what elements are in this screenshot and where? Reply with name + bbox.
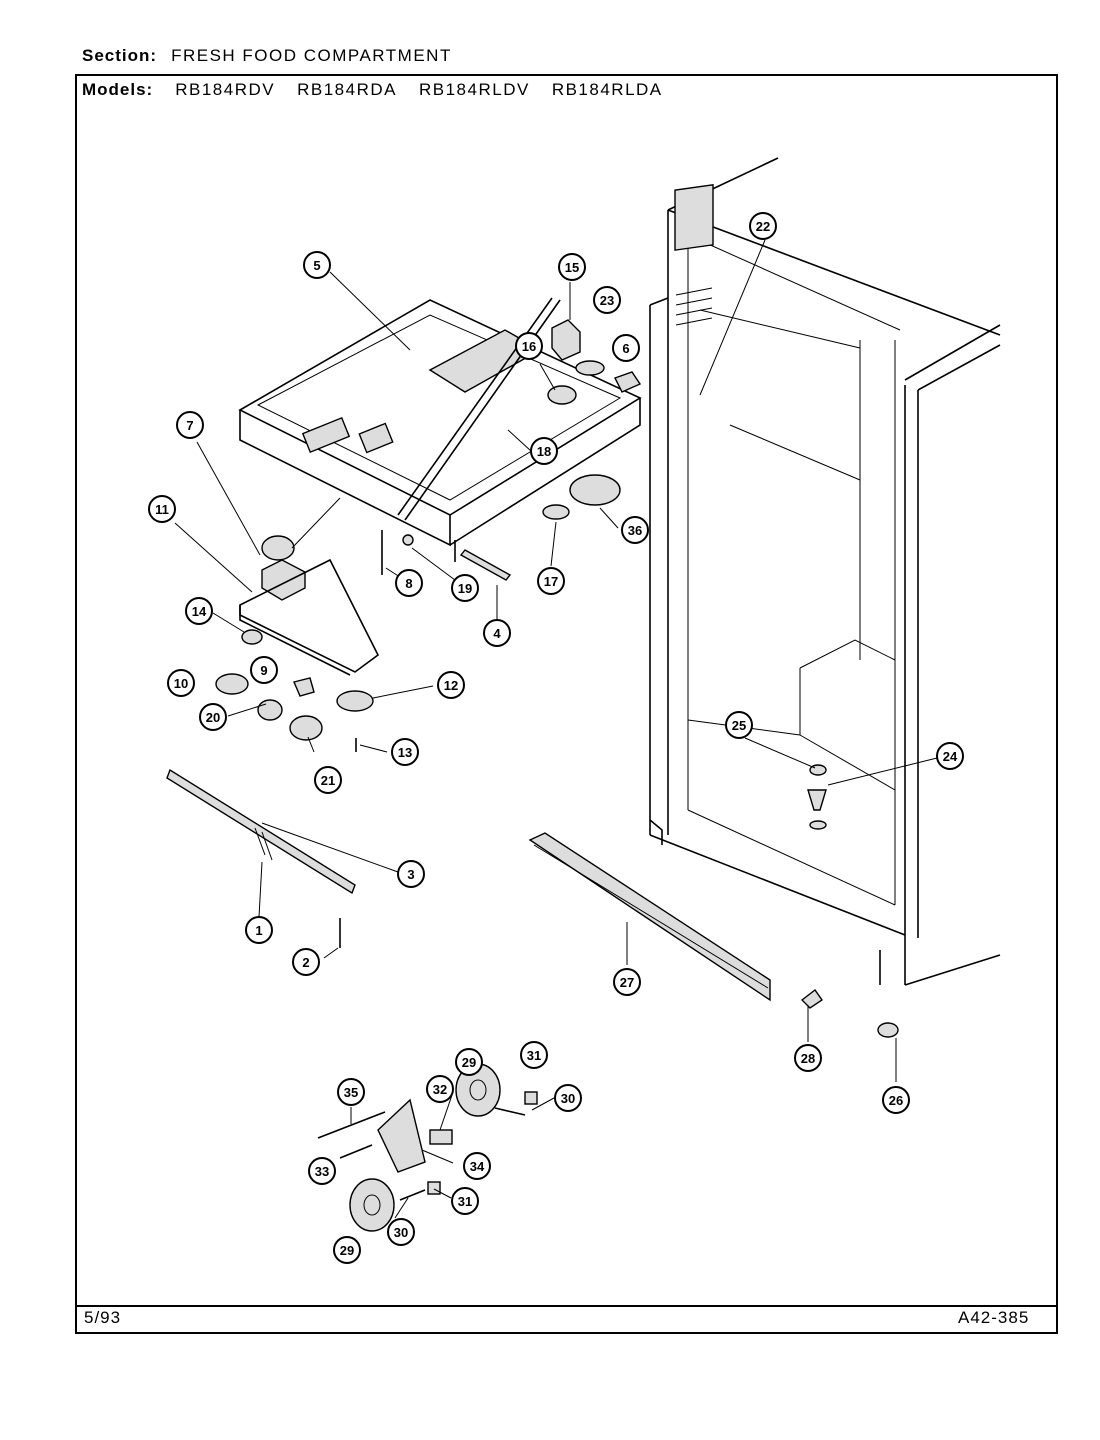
svg-text:31: 31 [527,1048,541,1063]
footer-date: 5/93 [84,1308,122,1327]
svg-text:5: 5 [313,258,320,273]
svg-text:17: 17 [544,574,558,589]
svg-text:32: 32 [433,1082,447,1097]
svg-text:15: 15 [565,260,579,275]
svg-text:6: 6 [622,341,629,356]
callout-15: 15 [558,253,586,281]
callout-3: 3 [397,860,425,888]
svg-text:8: 8 [405,576,412,591]
svg-text:18: 18 [537,444,551,459]
svg-text:12: 12 [444,678,458,693]
callout-31a: 31 [520,1041,548,1069]
svg-text:1: 1 [255,923,262,938]
cabinet-drawing [649,157,1001,986]
callout-12: 12 [437,671,465,699]
callout-17: 17 [537,567,565,595]
svg-text:16: 16 [522,339,536,354]
models-header: Models: RB184RDV RB184RDA RB184RLDV RB184RLD… [82,80,663,100]
svg-text:26: 26 [889,1093,903,1108]
svg-text:35: 35 [344,1085,358,1100]
model-3: RB184RLDV [418,80,530,99]
svg-text:9: 9 [260,663,267,678]
svg-text:36: 36 [628,523,642,538]
callout-30b: 30 [387,1218,415,1246]
callout-4: 4 [483,619,511,647]
callout-25: 25 [725,711,753,739]
callout-32: 32 [426,1075,454,1103]
leader-lines [174,239,938,1219]
callout-19: 19 [451,574,479,602]
callout-16: 16 [515,332,543,360]
callout-8: 8 [395,569,423,597]
callout-labels: 1 2 3 4 5 6 7 8 9 10 11 12 13 14 15 16 1… [148,212,964,1264]
svg-text:30: 30 [394,1225,408,1240]
svg-text:25: 25 [732,718,746,733]
callout-2: 2 [292,948,320,976]
svg-text:19: 19 [458,581,472,596]
svg-text:33: 33 [315,1164,329,1179]
footer-code: A42-385 [958,1308,1030,1327]
svg-text:11: 11 [155,502,169,517]
callout-1: 1 [245,916,273,944]
callout-14: 14 [185,597,213,625]
svg-text:23: 23 [600,293,614,308]
svg-text:34: 34 [470,1159,485,1174]
callout-22: 22 [749,212,777,240]
models-label: Models: [82,80,154,99]
callout-29b: 29 [333,1236,361,1264]
svg-text:10: 10 [174,676,188,691]
svg-text:24: 24 [943,749,958,764]
model-2: RB184RDA [297,80,397,99]
callout-6: 6 [612,334,640,362]
callout-27: 27 [613,968,641,996]
callout-29a: 29 [455,1048,483,1076]
callout-18: 18 [530,437,558,465]
svg-text:13: 13 [398,745,412,760]
svg-text:2: 2 [302,955,309,970]
section-value: FRESH FOOD COMPARTMENT [171,46,452,65]
callout-20: 20 [199,703,227,731]
model-4: RB184RLDA [551,80,663,99]
callout-26: 26 [882,1086,910,1114]
callout-28: 28 [794,1044,822,1072]
svg-text:14: 14 [192,604,207,619]
callout-23: 23 [593,286,621,314]
control-shelf-drawing [238,297,642,562]
svg-text:7: 7 [186,418,193,433]
callout-35: 35 [337,1078,365,1106]
footer-divider [75,1305,1058,1307]
diagram-frame [75,74,1058,1334]
callout-7: 7 [176,411,204,439]
callout-30a: 30 [554,1084,582,1112]
svg-text:21: 21 [321,773,335,788]
callout-13: 13 [391,738,419,766]
section-label: Section: [82,46,158,65]
callout-24: 24 [936,742,964,770]
callout-33: 33 [308,1157,336,1185]
small-parts-drawing [166,319,899,1232]
section-header: Section: FRESH FOOD COMPARTMENT [82,46,452,66]
svg-text:31: 31 [458,1194,472,1209]
callout-9: 9 [250,656,278,684]
model-1: RB184RDV [175,80,276,99]
svg-text:4: 4 [493,626,501,641]
callout-36: 36 [621,516,649,544]
callout-5: 5 [303,251,331,279]
svg-text:29: 29 [340,1243,354,1258]
callout-31b: 31 [451,1187,479,1215]
callout-10: 10 [167,669,195,697]
svg-text:22: 22 [756,219,770,234]
svg-text:28: 28 [801,1051,815,1066]
svg-text:29: 29 [462,1055,476,1070]
svg-text:27: 27 [620,975,634,990]
svg-text:20: 20 [206,710,220,725]
svg-text:30: 30 [561,1091,575,1106]
svg-text:3: 3 [407,867,414,882]
callout-21: 21 [314,766,342,794]
callout-34: 34 [463,1152,491,1180]
callout-11: 11 [148,495,176,523]
